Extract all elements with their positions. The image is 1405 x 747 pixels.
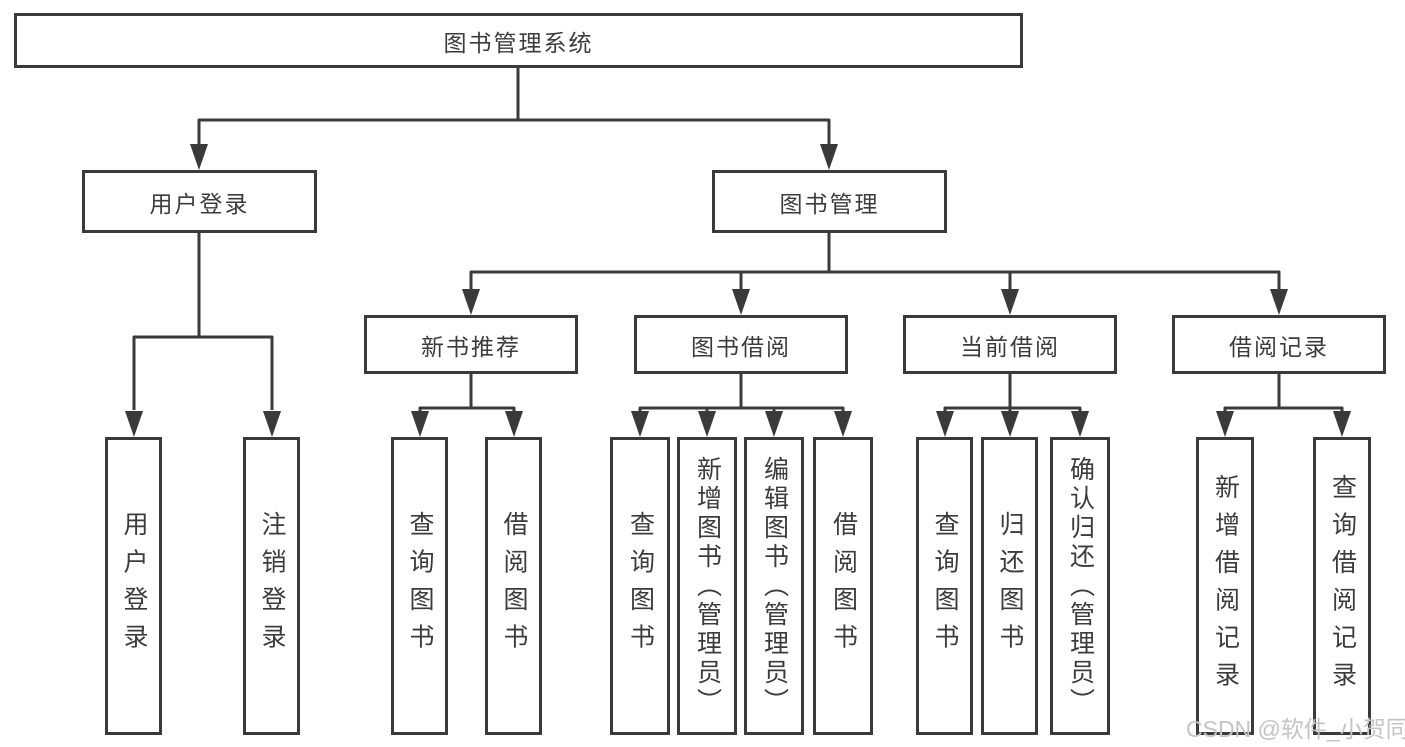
connector-user-login bbox=[132, 233, 274, 410]
arrowhead bbox=[1071, 411, 1089, 437]
arrowhead bbox=[1216, 411, 1234, 437]
leaf-return-books: 归还图书 bbox=[981, 437, 1038, 735]
arrowhead bbox=[1001, 289, 1019, 315]
arrowhead bbox=[462, 289, 480, 315]
watermark: CSDN @软件_小贺同学 bbox=[1186, 716, 1405, 742]
arrowhead bbox=[1270, 289, 1288, 315]
arrowhead bbox=[411, 411, 429, 437]
arrowhead bbox=[834, 411, 852, 437]
arrowhead bbox=[765, 411, 783, 437]
connector-book-management bbox=[469, 233, 1281, 292]
arrowhead bbox=[936, 411, 954, 437]
arrowhead bbox=[1333, 411, 1351, 437]
leaf-borrow-books-recommend: 借阅图书 bbox=[485, 437, 542, 735]
arrowhead bbox=[732, 289, 750, 315]
arrowhead bbox=[631, 411, 649, 437]
leaf-query-books-recommend: 查询图书 bbox=[391, 437, 448, 735]
connector-new-book bbox=[418, 374, 516, 412]
leaf-query-books-borrowing: 查询图书 bbox=[610, 437, 670, 735]
node-library-system: 图书管理系统 bbox=[14, 13, 1023, 68]
node-current-borrowing: 当前借阅 bbox=[903, 315, 1117, 374]
arrowhead bbox=[190, 144, 208, 170]
node-new-book-recommendation: 新书推荐 bbox=[364, 315, 578, 374]
leaf-logout-login: 注销登录 bbox=[243, 437, 300, 735]
connector-root bbox=[197, 68, 831, 150]
leaf-add-borrowing-record: 新增借阅记录 bbox=[1196, 437, 1254, 735]
arrowhead bbox=[1001, 411, 1019, 437]
leaf-user-login: 用户登录 bbox=[105, 437, 162, 735]
leaf-borrow-books-borrowing: 借阅图书 bbox=[813, 437, 873, 735]
leaf-confirm-return-admin: 确认归还（管理员） bbox=[1050, 437, 1110, 735]
arrowhead bbox=[505, 411, 523, 437]
connector-book-borrowing bbox=[638, 374, 845, 412]
leaf-add-books-admin: 新增图书（管理员） bbox=[677, 437, 737, 735]
node-user-login: 用户登录 bbox=[82, 170, 317, 233]
arrowhead bbox=[820, 144, 838, 170]
leaf-query-books-current: 查询图书 bbox=[916, 437, 973, 735]
node-book-management: 图书管理 bbox=[712, 170, 947, 233]
arrowhead bbox=[698, 411, 716, 437]
leaf-query-borrowing-record: 查询借阅记录 bbox=[1313, 437, 1371, 735]
node-book-borrowing: 图书借阅 bbox=[634, 315, 848, 374]
node-borrowing-records: 借阅记录 bbox=[1172, 315, 1386, 374]
arrowhead bbox=[263, 411, 281, 437]
leaf-edit-books-admin: 编辑图书（管理员） bbox=[744, 437, 804, 735]
arrowhead bbox=[125, 411, 143, 437]
connector-current-borrowing bbox=[943, 374, 1082, 412]
connector-borrowing-records bbox=[1223, 374, 1344, 412]
